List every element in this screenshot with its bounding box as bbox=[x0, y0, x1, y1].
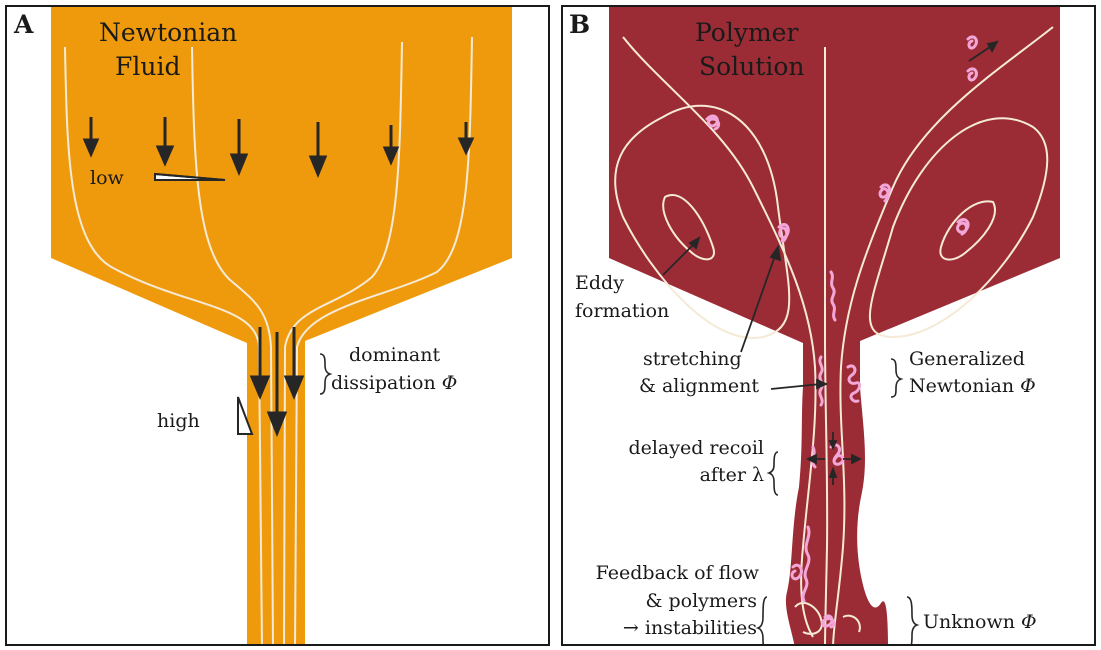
dissipation-brace bbox=[320, 354, 330, 394]
generalized-label-line2: Newtonian Φ bbox=[909, 376, 1036, 398]
panel-b-title-line1: Polymer bbox=[695, 19, 798, 48]
stretch-label-line2: & alignment bbox=[639, 376, 759, 398]
high-label: high bbox=[157, 411, 200, 433]
feedback-label-line3: → instabilities bbox=[623, 618, 757, 640]
panel-polymer: B Polymer Solution Eddy formation stretc… bbox=[561, 5, 1096, 646]
panel-newtonian: A Newtonian Fluid low high dominant diss… bbox=[5, 5, 550, 646]
unknown-label: Unknown Φ bbox=[923, 612, 1037, 634]
low-label: low bbox=[90, 168, 124, 190]
phi-symbol: Φ bbox=[442, 372, 458, 394]
panel-b-letter: B bbox=[569, 11, 590, 40]
phi-symbol: Φ bbox=[1020, 375, 1036, 397]
polymer-fluid-body bbox=[609, 7, 1060, 646]
phi-symbol: Φ bbox=[1021, 611, 1037, 633]
eddy-label-line1: Eddy bbox=[575, 273, 624, 295]
dissipation-line1: dominant bbox=[349, 345, 440, 367]
dissipation-line2: dissipation Φ bbox=[331, 373, 457, 395]
newtonian-fluid-body bbox=[51, 7, 512, 646]
stretch-label-line1: stretching bbox=[643, 349, 742, 371]
generalized-label-line1: Generalized bbox=[909, 349, 1025, 371]
recoil-label-line1: delayed recoil bbox=[628, 438, 764, 460]
polymer-flow-diagram bbox=[563, 7, 1096, 646]
eddy-label-line2: formation bbox=[575, 301, 669, 323]
panel-b-title-line2: Solution bbox=[699, 53, 804, 82]
panel-a-title-line2: Fluid bbox=[115, 53, 180, 82]
feedback-label-line1: Feedback of flow bbox=[596, 563, 759, 585]
panel-a-letter: A bbox=[14, 11, 33, 40]
recoil-label-line2: after λ bbox=[700, 465, 764, 487]
feedback-label-line2: & polymers bbox=[646, 591, 757, 613]
panel-a-title-line1: Newtonian bbox=[99, 19, 237, 48]
newtonian-flow-diagram bbox=[7, 7, 550, 646]
